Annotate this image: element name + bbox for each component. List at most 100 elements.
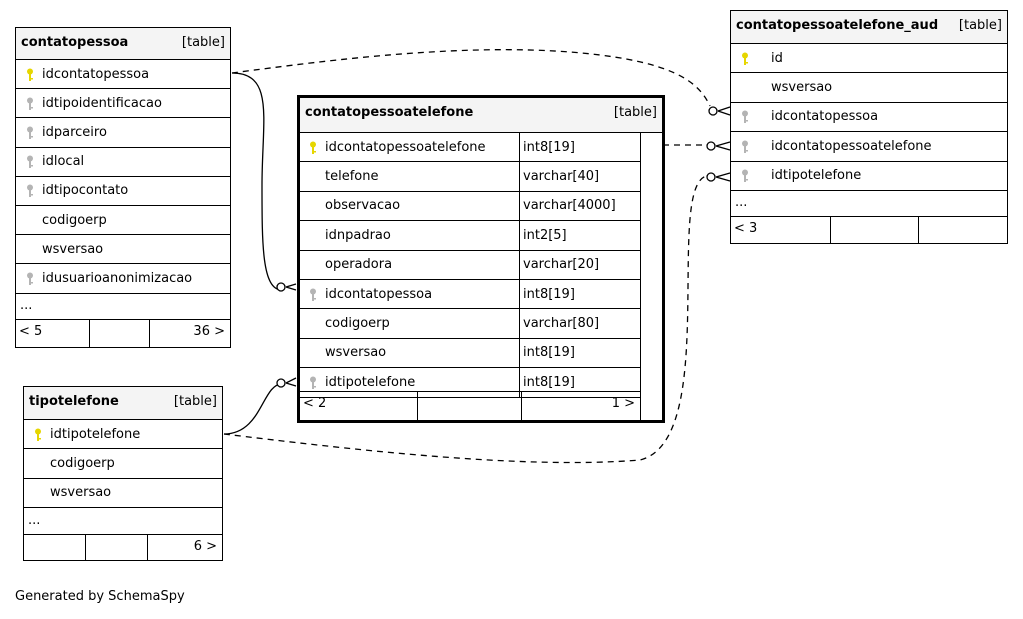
- column-row[interactable]: idtipocontato: [16, 177, 230, 206]
- column-divider: [519, 162, 520, 191]
- foreign-key-icon: [26, 97, 34, 111]
- column-row[interactable]: idtipotelefone: [24, 420, 222, 450]
- scrollbar[interactable]: [640, 133, 662, 420]
- foreign-key-icon: [26, 126, 34, 140]
- column-name: idcontatopessoa: [325, 286, 433, 302]
- column-divider: [519, 368, 520, 397]
- column-name: idtipotelefone: [50, 426, 141, 442]
- column-name: id: [771, 50, 783, 66]
- footer-parents: < 2: [303, 396, 327, 411]
- table-header: contatopessoatelefone_aud [table]: [731, 11, 1007, 44]
- table-name: tipotelefone: [29, 394, 119, 409]
- table-tipotelefone[interactable]: tipotelefone [table] idtipotelefone codig…: [23, 386, 223, 561]
- crowfoot: [285, 283, 297, 291]
- column-name: operadora: [325, 257, 393, 273]
- column-type: varchar[80]: [523, 316, 600, 332]
- column-name: idcontatopessoatelefone: [771, 138, 932, 154]
- table-footer: < 3: [731, 217, 1007, 243]
- column-row[interactable]: id: [731, 44, 1007, 74]
- fk-end-circle: [276, 378, 286, 388]
- foreign-key-icon: [741, 140, 749, 154]
- foreign-key-icon: [26, 184, 34, 198]
- table-contatopessoatelefone-aud[interactable]: contatopessoatelefone_aud [table] id wsve…: [730, 10, 1008, 244]
- column-type: varchar[40]: [523, 169, 600, 185]
- foreign-key-icon: [26, 155, 34, 169]
- column-name: idtipoidentificacao: [42, 95, 162, 111]
- fk-end-circle: [706, 172, 716, 182]
- primary-key-icon: [309, 141, 317, 155]
- column-name: idnpadrao: [325, 227, 391, 243]
- crowfoot: [717, 106, 731, 116]
- column-divider: [519, 133, 520, 162]
- table-footer: 6 >: [24, 534, 222, 560]
- column-row[interactable]: idtipotelefone: [731, 162, 1007, 191]
- footer-parents: < 3: [734, 221, 758, 236]
- fk-end-circle: [706, 141, 716, 151]
- footer-children: 6 >: [193, 539, 217, 554]
- ellipsis-row: ...: [731, 191, 1007, 217]
- table-type: [table]: [181, 35, 225, 50]
- primary-key-icon: [34, 428, 42, 442]
- crowfoot: [715, 172, 731, 182]
- column-row[interactable]: codigoerp varchar[80]: [300, 309, 640, 339]
- table-contatopessoatelefone[interactable]: contatopessoatelefone [table] idcontatop…: [297, 95, 665, 423]
- crowfoot: [715, 141, 731, 151]
- column-divider: [519, 221, 520, 250]
- aud-link-tipotelefone: [223, 175, 707, 464]
- aud-link-contatopessoa: [231, 49, 711, 107]
- column-row[interactable]: codigoerp: [16, 206, 230, 236]
- foreign-key-icon: [741, 169, 749, 183]
- crowfoot: [285, 377, 297, 387]
- column-row[interactable]: idcontatopessoatelefone: [731, 132, 1007, 162]
- column-name: idcontatopessoa: [42, 66, 150, 82]
- primary-key-icon: [26, 68, 34, 82]
- column-name: codigoerp: [325, 316, 390, 332]
- column-divider: [519, 309, 520, 338]
- column-name: wsversao: [325, 345, 387, 361]
- table-footer: < 2 1 >: [300, 391, 640, 420]
- table-contatopessoa[interactable]: contatopessoa [table] idcontatopessoa idt…: [15, 27, 231, 348]
- column-name: idcontatopessoa: [771, 109, 879, 125]
- column-row[interactable]: idlocal: [16, 148, 230, 177]
- column-name: idtipotelefone: [325, 374, 416, 390]
- column-row[interactable]: idtipoidentificacao: [16, 89, 230, 119]
- column-divider: [519, 280, 520, 309]
- column-row[interactable]: wsversao: [24, 479, 222, 508]
- column-row[interactable]: wsversao: [16, 235, 230, 265]
- table-name: contatopessoatelefone_aud: [736, 18, 939, 33]
- column-row[interactable]: idnpadrao int2[5]: [300, 221, 640, 251]
- column-name: idlocal: [42, 154, 85, 170]
- primary-key-icon: [741, 52, 749, 66]
- column-row[interactable]: idparceiro: [16, 118, 230, 148]
- column-row[interactable]: idcontatopessoa: [731, 103, 1007, 133]
- ellipsis-row: ...: [16, 293, 230, 320]
- column-row[interactable]: codigoerp: [24, 449, 222, 479]
- column-row[interactable]: wsversao: [731, 73, 1007, 103]
- table-type: [table]: [613, 105, 657, 120]
- table-type: [table]: [173, 394, 217, 409]
- foreign-key-icon: [741, 110, 749, 124]
- table-name: contatopessoatelefone: [305, 105, 474, 120]
- column-row[interactable]: idusuarioanonimizacao: [16, 264, 230, 294]
- column-type: int8[19]: [523, 139, 575, 155]
- footer-parents: < 5: [19, 324, 43, 339]
- table-footer: < 5 36 >: [16, 319, 230, 347]
- column-divider: [519, 191, 520, 221]
- column-row[interactable]: idcontatopessoa: [16, 60, 230, 90]
- column-name: idparceiro: [42, 124, 107, 140]
- column-type: varchar[20]: [523, 257, 600, 273]
- column-name: codigoerp: [42, 212, 107, 228]
- table-header: contatopessoa [table]: [16, 28, 230, 60]
- footer-children: 1 >: [611, 396, 635, 411]
- column-type: int2[5]: [523, 227, 567, 243]
- fk-end-circle: [708, 106, 718, 116]
- column-name: wsversao: [771, 80, 833, 96]
- column-row[interactable]: operadora varchar[20]: [300, 250, 640, 280]
